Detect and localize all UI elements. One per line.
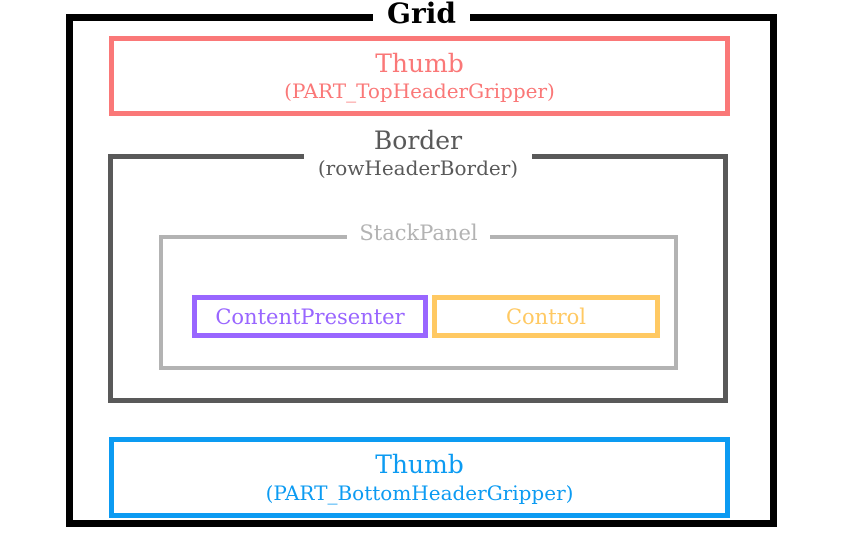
node-control-label: Control (432, 295, 660, 338)
node-top-thumb-frame (109, 36, 730, 116)
node-bottom-thumb-frame (109, 437, 730, 518)
node-bottom-thumb-label: Thumb (PART_BottomHeaderGripper) (109, 437, 730, 518)
node-content-presenter-title: ContentPresenter (215, 304, 405, 329)
node-control-frame (432, 295, 660, 338)
node-content-presenter-frame (192, 295, 428, 338)
node-top-thumb-label: Thumb (PART_TopHeaderGripper) (109, 36, 730, 116)
node-bottom-thumb-title: Thumb (375, 450, 464, 480)
node-top-thumb[interactable]: Thumb (PART_TopHeaderGripper) (109, 36, 730, 116)
node-bottom-thumb[interactable]: Thumb (PART_BottomHeaderGripper) (109, 437, 730, 518)
node-top-thumb-title: Thumb (375, 48, 464, 78)
node-control[interactable]: Control (432, 295, 660, 338)
node-bottom-thumb-subtitle: (PART_BottomHeaderGripper) (265, 480, 574, 505)
node-control-title: Control (505, 304, 587, 329)
node-top-thumb-subtitle: (PART_TopHeaderGripper) (284, 79, 555, 104)
node-content-presenter-label: ContentPresenter (192, 295, 428, 338)
node-content-presenter[interactable]: ContentPresenter (192, 295, 428, 338)
